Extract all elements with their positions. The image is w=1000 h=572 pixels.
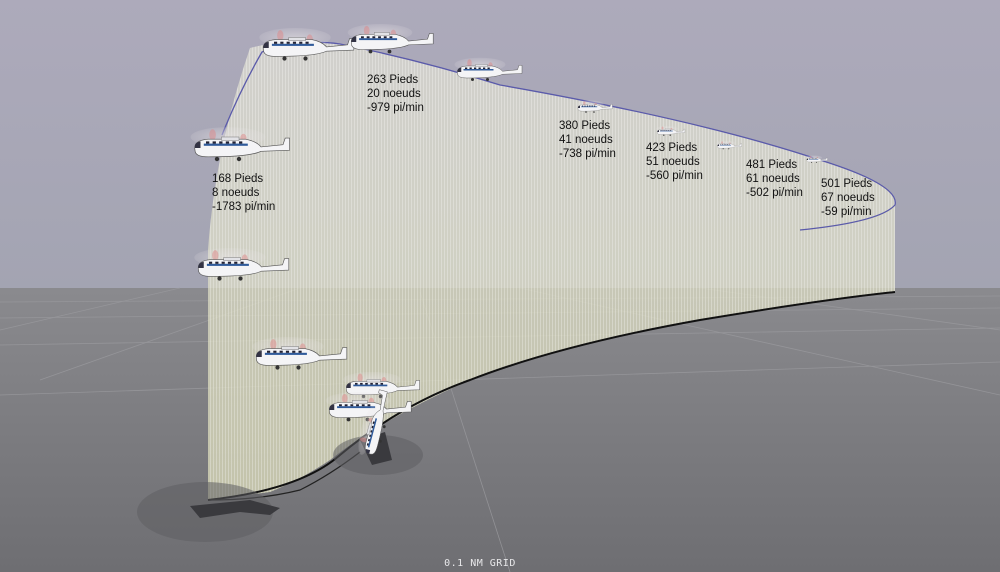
height-value: 263 Pieds xyxy=(367,74,419,86)
vertical-speed-value: -1783 pi/min xyxy=(212,201,276,213)
height-value: 380 Pieds xyxy=(559,120,611,132)
data-label-4: 423 Pieds 51 noeuds -560 pi/min xyxy=(646,141,703,183)
vertical-speed-value: -59 pi/min xyxy=(821,206,872,218)
speed-value: 67 noeuds xyxy=(821,192,875,204)
shadow-icon xyxy=(137,432,423,542)
height-value: 481 Pieds xyxy=(746,159,798,171)
data-label-1: 168 Pieds 8 noeuds -1783 pi/min xyxy=(212,172,275,214)
speed-value: 20 noeuds xyxy=(367,88,421,100)
height-value: 501 Pieds xyxy=(821,178,873,190)
vertical-speed-value: -979 pi/min xyxy=(367,102,424,114)
height-value: 423 Pieds xyxy=(646,142,698,154)
speed-value: 41 noeuds xyxy=(559,134,613,146)
data-label-5: 481 Pieds 61 noeuds -502 pi/min xyxy=(746,158,803,200)
vertical-speed-value: -560 pi/min xyxy=(646,170,703,182)
data-label-2: 263 Pieds 20 noeuds -979 pi/min xyxy=(367,73,424,115)
speed-value: 51 noeuds xyxy=(646,156,700,168)
speed-value: 61 noeuds xyxy=(746,173,800,185)
vertical-speed-value: -738 pi/min xyxy=(559,148,616,160)
speed-value: 8 noeuds xyxy=(212,187,260,199)
grid-scale-caption: 0.1 NM GRID xyxy=(444,558,516,569)
data-label-3: 380 Pieds 41 noeuds -738 pi/min xyxy=(559,119,616,161)
data-label-6: 501 Pieds 67 noeuds -59 pi/min xyxy=(821,177,875,219)
ground-track-line xyxy=(207,291,896,501)
vertical-speed-value: -502 pi/min xyxy=(746,187,803,199)
height-value: 168 Pieds xyxy=(212,173,264,185)
